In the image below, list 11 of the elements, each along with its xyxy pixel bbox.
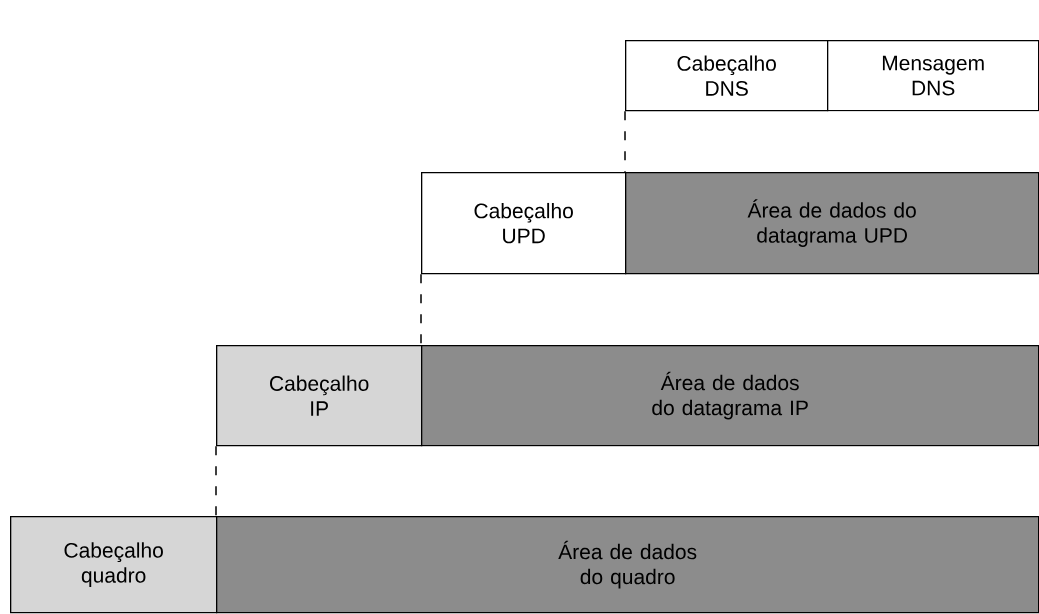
- data-area-box: Área de dados do datagrama UPD: [625, 172, 1039, 275]
- guide-line: [624, 110, 626, 173]
- guide-line: [215, 445, 217, 517]
- header-box: Cabeçalho DNS: [625, 40, 829, 112]
- header-box: Cabeçalho quadro: [10, 516, 218, 614]
- data-area-box: Área de dados do quadro: [216, 516, 1039, 614]
- guide-line: [420, 273, 422, 346]
- data-area-box: Área de dados do datagrama IP: [421, 345, 1039, 447]
- header-box: Cabeçalho IP: [216, 345, 423, 447]
- message-box: Mensagem DNS: [827, 40, 1039, 112]
- header-box: Cabeçalho UPD: [421, 172, 627, 275]
